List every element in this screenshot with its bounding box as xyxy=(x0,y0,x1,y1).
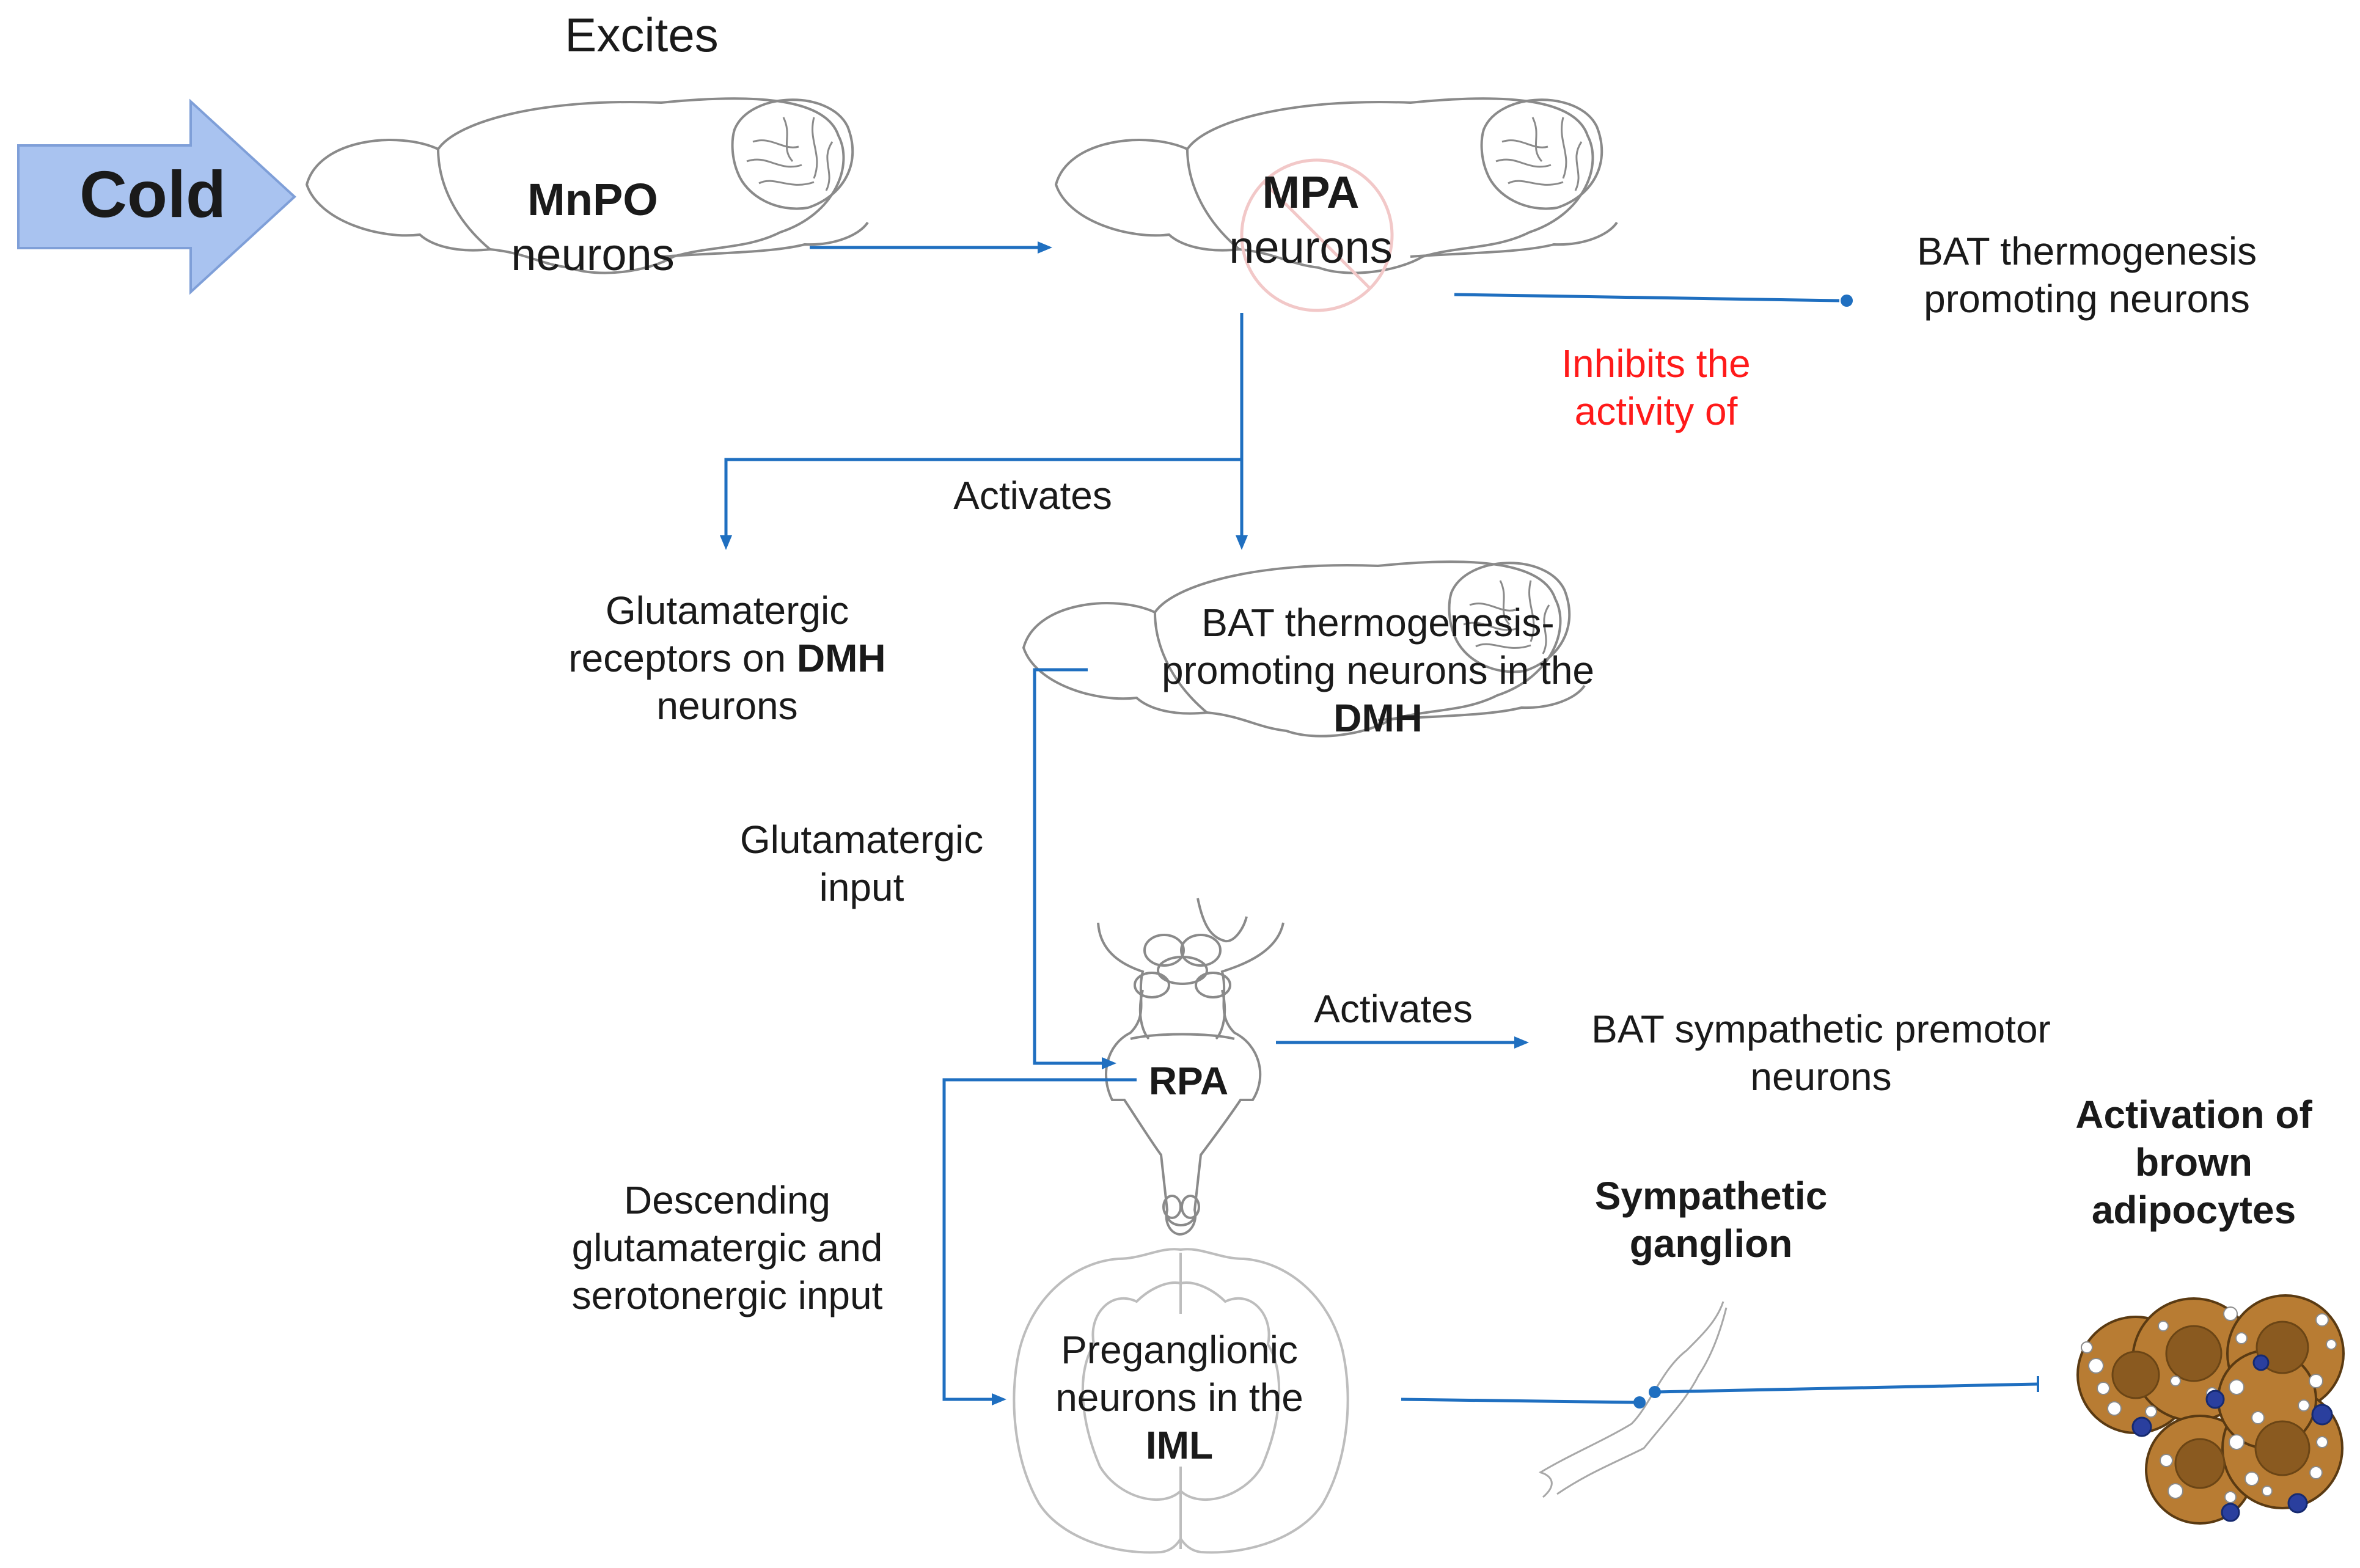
glut-receptors-line3: neurons xyxy=(656,684,798,728)
iml-node-label: Preganglionic neurons in the IML xyxy=(1014,1326,1344,1469)
glut-receptors-line2: receptors on xyxy=(568,636,797,681)
bat-promoting-line2: promoting neurons xyxy=(1924,277,2250,321)
glut-input-line1: Glutamatergic xyxy=(739,818,984,862)
mpa-title: MPA xyxy=(1262,167,1360,218)
cold-arrow-icon xyxy=(17,98,296,295)
adipocytes-line2: brown xyxy=(2135,1140,2252,1185)
brainstem-icon xyxy=(1097,898,1284,1236)
prohibition-icon xyxy=(1240,158,1394,312)
iml-to-ganglion-line xyxy=(1401,1398,1638,1404)
adipocytes-label: Activation of brown adipocytes xyxy=(2041,1091,2347,1234)
ganglion-to-adipocyte-line xyxy=(1654,1382,2039,1394)
mpa-activates-glut-arrow xyxy=(724,458,1242,538)
glut-input-line2: input xyxy=(819,865,904,910)
adipocytes-line3: adipocytes xyxy=(2091,1188,2296,1233)
descending-line3: serotonergic input xyxy=(571,1273,883,1318)
ganglion-icon xyxy=(1539,1301,1728,1498)
dmh-node-label: BAT thermogenesis- promoting neurons in … xyxy=(1094,599,1662,742)
ganglion-line1: Sympathetic xyxy=(1594,1174,1828,1218)
excites-label: Excites xyxy=(565,8,719,62)
arrowheads xyxy=(720,241,2039,1409)
cold-label: Cold xyxy=(79,157,226,231)
bat-premotor-line1: BAT sympathetic premotor xyxy=(1591,1007,2051,1051)
dmh-line1: BAT thermogenesis- xyxy=(1201,601,1555,645)
dmh-line2: promoting neurons in the xyxy=(1162,648,1594,693)
inhibits-label: Inhibits the activity of xyxy=(1479,340,1833,435)
rpa-label: RPA xyxy=(1148,1059,1229,1103)
descending-line2: glutamatergic and xyxy=(571,1226,883,1270)
dmh-to-rpa-arrow xyxy=(1033,668,1103,1065)
glut-receptors-label: Glutamatergic receptors on DMH neurons xyxy=(519,587,935,730)
inhibits-line1: Inhibits the xyxy=(1561,342,1751,386)
bat-premotor-line2: neurons xyxy=(1750,1055,1892,1099)
glut-receptors-line1: Glutamatergic xyxy=(605,588,849,632)
activates-label-1: Activates xyxy=(953,474,1112,518)
iml-line1: Preganglionic xyxy=(1061,1328,1298,1372)
bat-promoting-label: BAT thermogenesis promoting neurons xyxy=(1864,227,2310,323)
mpa-node-label: MPA neurons xyxy=(1182,165,1439,276)
activates-label-2: Activates xyxy=(1314,987,1473,1031)
adipocytes-line1: Activation of xyxy=(2075,1093,2312,1137)
bat-promoting-line1: BAT thermogenesis xyxy=(1916,229,2257,273)
ganglion-label: Sympathetic ganglion xyxy=(1552,1172,1870,1267)
glut-input-label: Glutamatergic input xyxy=(703,816,1021,911)
descending-line1: Descending xyxy=(624,1178,830,1222)
dmh-line3: DMH xyxy=(1333,696,1423,741)
mnpo-node-label: MnPO neurons xyxy=(464,172,721,283)
descending-input-arrow xyxy=(942,1078,1137,1401)
glut-receptors-dmh: DMH xyxy=(796,636,886,681)
mnpo-subtitle: neurons xyxy=(511,229,675,280)
mnpo-title: MnPO xyxy=(527,174,658,225)
brown-adipocytes-icon xyxy=(2076,1294,2345,1525)
connection-lines xyxy=(724,246,2039,1404)
bat-premotor-label: BAT sympathetic premotor neurons xyxy=(1546,1005,2096,1101)
iml-line2: neurons in the xyxy=(1055,1376,1303,1420)
mpa-subtitle: neurons xyxy=(1229,222,1393,273)
mpa-inhibits-line xyxy=(1454,293,1840,302)
ganglion-line2: ganglion xyxy=(1629,1222,1793,1266)
spinal-cord-section-icon xyxy=(1013,1248,1349,1554)
descending-label: Descending glutamatergic and serotonergi… xyxy=(538,1176,917,1319)
iml-line3: IML xyxy=(1145,1423,1214,1468)
inhibits-line2: activity of xyxy=(1574,389,1738,434)
